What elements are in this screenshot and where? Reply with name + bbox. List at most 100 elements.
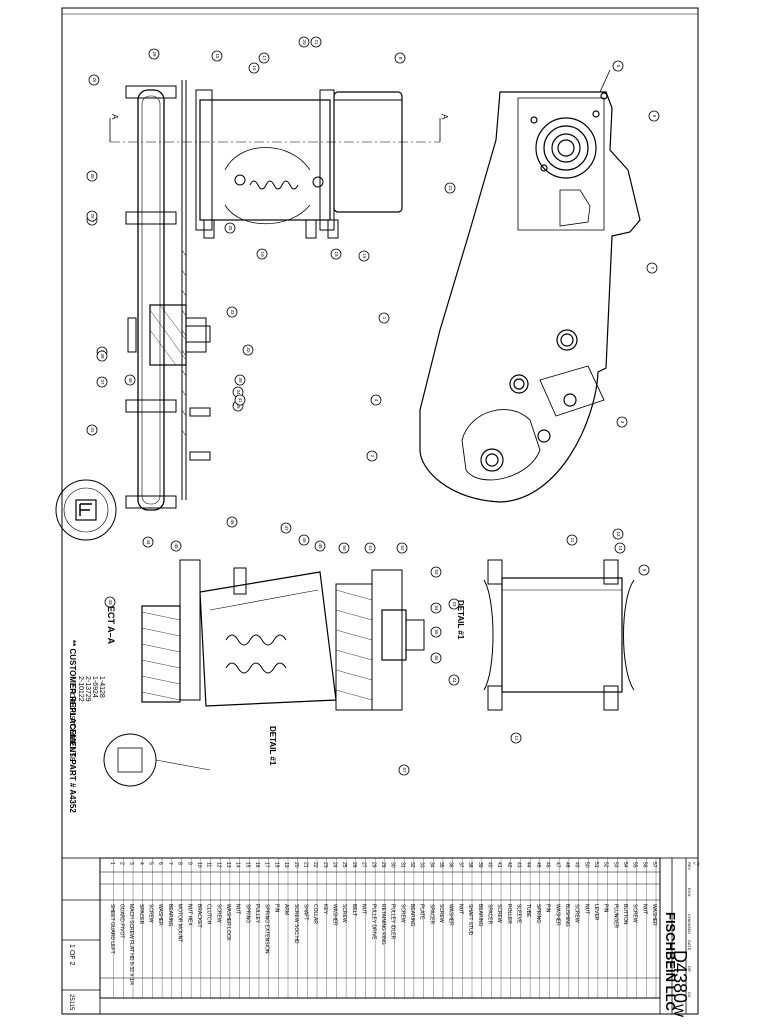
callout-number: 39 xyxy=(238,377,243,383)
parts-row-item: 38 xyxy=(467,862,473,868)
callout-balloon xyxy=(612,60,624,72)
parts-row-desc: SCREW xyxy=(632,904,638,923)
parts-row-desc: SCREW xyxy=(496,904,502,923)
parts-row-desc: PIN xyxy=(273,904,279,913)
callout-number: 26 xyxy=(92,77,97,83)
callout-balloon xyxy=(234,374,246,386)
parts-row-item: 29 xyxy=(380,862,386,868)
section-marker-left: A xyxy=(110,114,119,120)
parts-row-desc: BEARING xyxy=(167,904,173,927)
parts-row-item: 46 xyxy=(545,862,551,868)
parts-row-item: 52 xyxy=(603,862,609,868)
callout-number: 25 xyxy=(228,225,233,231)
callout-balloon xyxy=(430,652,442,664)
callout-number: 38 xyxy=(100,353,105,359)
callout-number: 51 xyxy=(368,545,373,551)
callout-number: 31 xyxy=(90,427,95,433)
guard-view xyxy=(419,69,641,503)
parts-row-desc: SPRING EXTENSION xyxy=(264,904,270,954)
callout-balloon xyxy=(124,374,136,386)
replacement-sub-0: 2-10122 xyxy=(77,676,84,702)
replacement-sub-3: 1-4128 xyxy=(98,676,105,698)
callout-balloon xyxy=(364,542,376,554)
section-marker-right: A xyxy=(440,114,449,120)
parts-row-item: 30 xyxy=(390,862,396,868)
parts-row-desc: PLUNGER xyxy=(612,904,618,929)
parts-row-item: 54 xyxy=(622,862,628,868)
callout-balloon xyxy=(370,394,382,406)
parts-row-item: 36 xyxy=(448,862,454,868)
callout-number: 10 xyxy=(260,251,265,257)
callout-balloon xyxy=(330,248,342,260)
replacement-sub-1: 2-13729 xyxy=(84,676,91,702)
parts-row-desc: RETAINING RING xyxy=(380,904,386,945)
callout-balloon xyxy=(170,540,182,552)
callout-number: 37 xyxy=(100,379,105,385)
callout-number: 56 xyxy=(434,655,439,661)
parts-row-desc: BUTTON xyxy=(622,904,628,925)
parts-row-item: 49 xyxy=(574,862,580,868)
callout-number: 53 xyxy=(434,569,439,575)
callout-number: 45 xyxy=(174,543,179,549)
callout-balloon xyxy=(86,210,98,222)
callout-balloon xyxy=(148,48,160,60)
revision-header-cell: ECN xyxy=(687,888,692,897)
callout-number: 52 xyxy=(400,545,405,551)
revision-header-cell: DR xyxy=(687,966,692,972)
callout-number: 7 xyxy=(650,267,655,270)
detail-label-2: DETAIL #1 xyxy=(268,726,277,766)
callout-number: 15 xyxy=(215,53,220,59)
callout-balloon xyxy=(242,344,254,356)
parts-row-desc: SCREW xyxy=(215,904,221,923)
parts-row-desc: GUARD PIVOT xyxy=(118,904,124,938)
callout-number: 21 xyxy=(314,39,319,45)
drawing-revision: W xyxy=(671,1004,687,1018)
callout-number: 50 xyxy=(342,545,347,551)
parts-row-desc: SPACER xyxy=(138,904,144,925)
parts-row-desc: PULLEY xyxy=(254,904,260,924)
parts-row-desc: TUBE xyxy=(525,904,531,918)
parts-row-item: 1 xyxy=(109,862,115,865)
drawing-code: 25115 xyxy=(68,994,74,1011)
parts-row-desc: COLLAR xyxy=(312,904,318,924)
callout-balloon xyxy=(142,536,154,548)
parts-row-desc: ROLLER xyxy=(506,904,512,924)
callout-balloon xyxy=(86,424,98,436)
callout-balloon xyxy=(444,182,456,194)
parts-row-desc: NUT xyxy=(361,904,367,914)
revision-header-cell: CHANGED xyxy=(687,914,692,934)
parts-row-item: 45 xyxy=(535,862,541,868)
parts-row-desc: SPRING xyxy=(244,904,250,923)
revision-header-cell: CK xyxy=(687,992,692,998)
callout-number: 24 xyxy=(452,677,457,683)
parts-row-desc: WASHER LOCK xyxy=(225,904,231,941)
parts-row-item: 19 xyxy=(283,862,289,868)
parts-row-desc: SPRING xyxy=(535,904,541,923)
parts-row-desc: BUSHING xyxy=(564,904,570,927)
parts-row-item: 47 xyxy=(554,862,560,868)
parts-row-item: 17 xyxy=(264,862,270,868)
parts-row-desc: SCREW xyxy=(341,904,347,923)
parts-row-desc: CLUTCH xyxy=(206,904,212,925)
parts-row-item: 35 xyxy=(438,862,444,868)
revision-row-cell: V xyxy=(692,862,697,865)
parts-row-item: 33 xyxy=(419,862,425,868)
parts-row-desc: MACH SCREW FLAT HD 8-32 X 1/4 xyxy=(128,904,134,985)
callout-balloon xyxy=(310,36,322,48)
parts-row-item: 53 xyxy=(612,862,618,868)
callout-number: 28 xyxy=(152,51,157,57)
parts-row-desc: SCREW xyxy=(399,904,405,923)
callout-balloon xyxy=(298,36,310,48)
detail-label: DETAIL #1 xyxy=(456,600,465,640)
parts-row-item: 10 xyxy=(196,862,202,868)
section-a-a-label: SECT A–A xyxy=(106,600,116,645)
parts-row-desc: PIN xyxy=(545,904,551,913)
parts-row-desc: SPACER xyxy=(486,904,492,925)
callout-number: 4 xyxy=(374,399,379,402)
callout-number: 29 xyxy=(90,213,95,219)
callout-number: 49 xyxy=(302,537,307,543)
parts-row-item: 39 xyxy=(477,862,483,868)
